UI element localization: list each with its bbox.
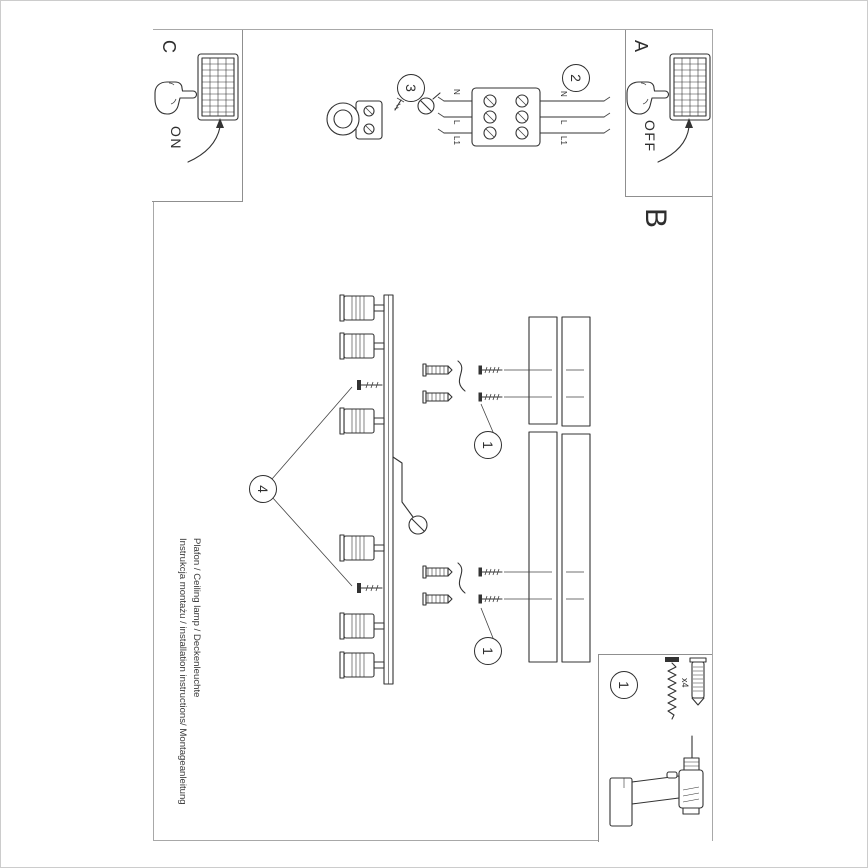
instructions-title-line: Instrukcja montażu / installation instru… xyxy=(177,538,188,805)
wire-label-l-bottom: L xyxy=(452,120,461,125)
callout-leader-lines xyxy=(480,403,494,639)
curved-arrow-icon xyxy=(657,126,690,163)
step4-leader-lines xyxy=(271,386,353,587)
screw-icon xyxy=(665,657,679,720)
wire-label-n-bottom: N xyxy=(452,89,461,95)
spot-head xyxy=(339,534,385,562)
wire-label-l1-bottom: L1 xyxy=(452,136,461,145)
section-b-label: B xyxy=(639,208,672,229)
instruction-sheet: A OFF B C ON 2 3 4 1 1 1 N L L1 N L L1 x… xyxy=(152,29,713,842)
spot-head xyxy=(339,294,385,322)
insert-squiggle-arrow xyxy=(457,360,466,392)
spot-head xyxy=(339,407,385,435)
section-a-label: A xyxy=(631,40,651,53)
light-switch-icon xyxy=(669,53,711,121)
wire-label-n-top: N xyxy=(559,91,568,97)
section-c-graphics xyxy=(154,53,239,163)
light-switch-icon xyxy=(197,53,239,121)
step-1-callout-right: 1 xyxy=(474,637,502,665)
spot-head xyxy=(339,332,385,360)
step-1-badge-tools: 1 xyxy=(610,671,638,699)
tools-graphics xyxy=(609,657,707,827)
insert-squiggle-arrow xyxy=(457,562,466,594)
quantity-label: x4 xyxy=(680,678,690,688)
cable-ring-icon xyxy=(326,102,360,136)
lamp-assembly xyxy=(271,294,428,685)
wire-label-l1-top: L1 xyxy=(559,136,568,145)
switch-state-on-label: ON xyxy=(168,126,184,150)
drill-battery xyxy=(609,777,633,827)
line-art xyxy=(154,53,711,827)
hand-press-icon xyxy=(154,81,198,115)
arrowhead-icon xyxy=(685,118,693,128)
step-3-badge: 3 xyxy=(397,74,425,102)
step-1-callout-left: 1 xyxy=(474,431,502,459)
wall-plug-icon xyxy=(689,657,707,706)
bar-screw xyxy=(357,583,383,593)
power-cable xyxy=(392,456,414,518)
curved-arrow-icon xyxy=(187,126,221,163)
product-name-line: Plafon / Ceiling lamp / Deckenleuchte xyxy=(191,538,202,698)
spot-head xyxy=(339,651,385,679)
drill-icon xyxy=(609,735,704,827)
spot-head xyxy=(339,612,385,640)
anchor-screw-group-left xyxy=(422,360,553,404)
bar-screw xyxy=(357,380,383,390)
section-c-label: C xyxy=(159,40,179,53)
arrowhead-icon xyxy=(216,118,224,128)
step-4-badge: 4 xyxy=(249,475,277,503)
drill-trigger xyxy=(666,771,678,779)
step-2-badge: 2 xyxy=(562,64,590,92)
wire-label-l-top: L xyxy=(559,120,568,125)
ceiling-rails xyxy=(528,316,591,663)
terminal-block-diagram xyxy=(437,87,611,147)
hand-press-icon xyxy=(626,81,670,115)
switch-state-off-label: OFF xyxy=(642,120,658,153)
section-a-graphics xyxy=(626,53,711,163)
anchor-screw-group-right xyxy=(422,562,553,606)
cable-bracket-diagram xyxy=(326,92,441,140)
